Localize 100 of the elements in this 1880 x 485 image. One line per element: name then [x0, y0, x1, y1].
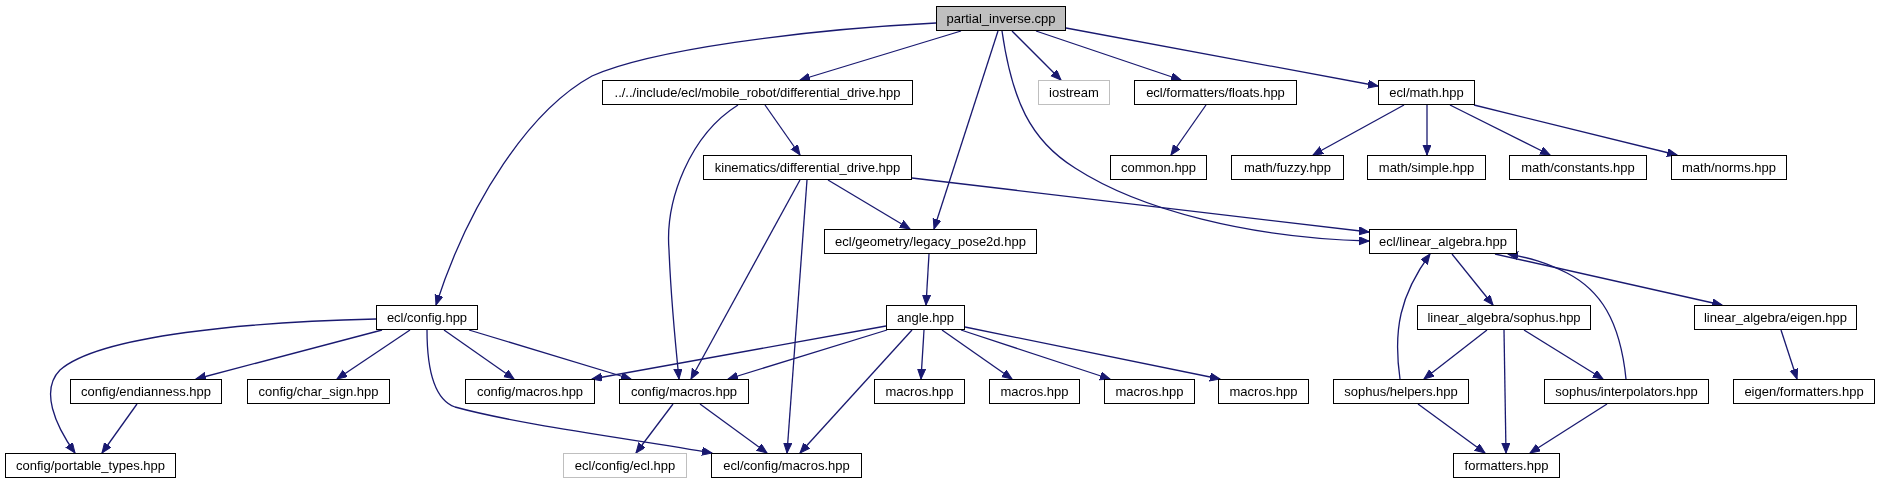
arrow [1449, 104, 1551, 156]
file-name: macros.hpp [1229, 384, 1298, 399]
file-box [1231, 155, 1344, 180]
file-box [1134, 80, 1297, 105]
file-name: config/macros.hpp [630, 384, 738, 399]
file-name: partial_inverse.cpp [946, 11, 1056, 26]
arrow [1312, 104, 1405, 156]
arrow [783, 179, 808, 454]
arrow [591, 325, 887, 382]
arrow [195, 329, 383, 381]
arrow [690, 179, 801, 380]
file-name: linear_algebra/eigen.hpp [1703, 310, 1848, 325]
arrow [49, 318, 377, 454]
arrow [667, 104, 739, 380]
file-box [1733, 379, 1875, 404]
file-name: math/simple.hpp [1378, 160, 1475, 175]
file-box [1671, 155, 1787, 180]
arrow [1417, 403, 1486, 454]
file-name: ecl/geometry/legacy_pose2d.hpp [835, 234, 1026, 249]
file-box [1417, 305, 1591, 330]
file-name: eigen/formatters.hpp [1744, 384, 1864, 399]
file-box [711, 453, 862, 478]
file-name: ecl/config.hpp [386, 310, 468, 325]
file-box [1333, 379, 1469, 404]
file-name: math/norms.hpp [1682, 160, 1776, 175]
file-box [465, 379, 595, 404]
arrow [699, 403, 768, 454]
file-box [619, 379, 749, 404]
file-name: ecl/linear_algebra.hpp [1379, 234, 1507, 249]
file-name: math/fuzzy.hpp [1243, 160, 1332, 175]
file-name: macros.hpp [885, 384, 954, 399]
arrow [1422, 104, 1432, 156]
arrow [435, 22, 937, 306]
arrow [1065, 27, 1379, 89]
file-box [703, 155, 912, 180]
file-name: config/endianness.hpp [80, 384, 212, 399]
file-box [1694, 305, 1857, 330]
file-name: macros.hpp [1115, 384, 1184, 399]
arrow [1170, 104, 1207, 156]
file-box [1378, 80, 1475, 105]
file-box [1369, 229, 1517, 254]
file-name: config/macros.hpp [476, 384, 584, 399]
file-box [1544, 379, 1709, 404]
file-box [1453, 453, 1560, 478]
arrow [764, 104, 801, 156]
arrow [1423, 329, 1488, 380]
file-box [247, 379, 390, 404]
file-box [874, 379, 965, 404]
arrow [101, 403, 138, 454]
arrow [635, 403, 674, 454]
file-name: ecl/config/macros.hpp [723, 458, 850, 473]
file-box [70, 379, 222, 404]
arrow [932, 30, 999, 230]
file-box [5, 453, 176, 478]
arrow [1780, 329, 1799, 380]
arrow [1507, 251, 1627, 380]
arrow [1035, 30, 1182, 82]
file-box [936, 6, 1066, 31]
file-name: ecl/config/ecl.hpp [574, 458, 676, 473]
arrow [1501, 329, 1511, 454]
file-name: ../../include/ecl/mobile_robot/differential_drive.hpp [614, 85, 901, 100]
file-box [563, 453, 687, 478]
arrow [827, 179, 911, 230]
file-name: iostream [1049, 85, 1099, 100]
file-name: math/constants.hpp [1521, 160, 1635, 175]
arrow [1473, 104, 1678, 157]
arrow [1529, 403, 1608, 454]
arrow [799, 30, 962, 82]
arrow [1396, 253, 1431, 380]
file-box [1104, 379, 1195, 404]
file-name: kinematics/differential_drive.hpp [714, 160, 901, 175]
arrow [1011, 30, 1062, 81]
file-box [824, 229, 1037, 254]
file-box [1110, 155, 1207, 180]
file-box [989, 379, 1080, 404]
file-box [602, 80, 913, 105]
arrow [336, 329, 411, 380]
file-name: config/char_sign.hpp [258, 384, 379, 399]
file-box [1509, 155, 1647, 180]
file-name: common.hpp [1120, 160, 1197, 175]
arrow [727, 329, 888, 381]
arrow [1451, 253, 1494, 306]
file-name: formatters.hpp [1464, 458, 1549, 473]
file-box [1038, 80, 1110, 105]
file-name: sophus/helpers.hpp [1344, 384, 1458, 399]
file-name: linear_algebra/sophus.hpp [1427, 310, 1581, 325]
arrow [911, 177, 1370, 236]
arrow [1523, 329, 1604, 380]
arrow [426, 329, 713, 456]
arrow [941, 329, 1013, 380]
file-name: macros.hpp [1000, 384, 1069, 399]
arrow [1001, 30, 1370, 246]
file-box [886, 305, 965, 330]
file-name: ecl/formatters/floats.hpp [1146, 85, 1285, 100]
file-name: sophus/interpolators.hpp [1555, 384, 1698, 399]
file-box [376, 305, 478, 330]
arrow [799, 329, 913, 454]
arrow [443, 329, 515, 380]
arrow [922, 253, 932, 306]
arrow [917, 329, 927, 380]
